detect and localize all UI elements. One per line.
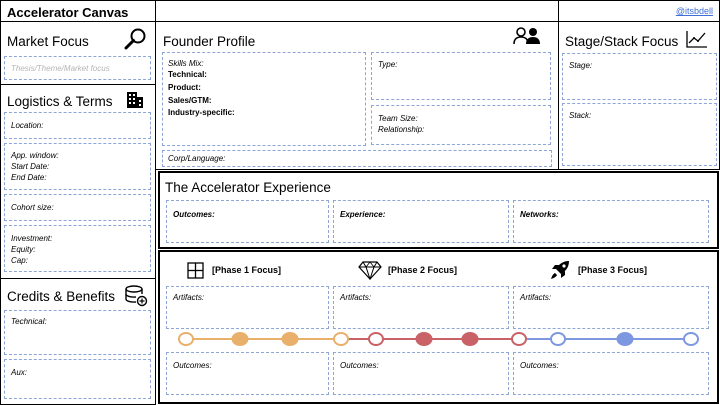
rocket-icon — [551, 261, 569, 279]
experience-label: Experience: — [340, 210, 386, 219]
aux-credits-label: Aux: — [11, 368, 28, 377]
networks-label: Networks: — [520, 210, 559, 219]
stage-label: Stage: — [569, 61, 593, 70]
cap-label: Cap: — [11, 256, 28, 265]
author-handle-link[interactable]: @itsbdell — [675, 6, 713, 16]
phase-3-artifacts-label: Artifacts: — [520, 293, 552, 302]
industry-skill-label: Industry-specific: — [168, 108, 235, 117]
phases-section — [158, 250, 719, 404]
phase-2-artifacts-label: Artifacts: — [340, 293, 372, 302]
line-chart-icon — [686, 31, 707, 48]
grid-icon — [187, 262, 204, 279]
divider — [0, 84, 156, 85]
end-date-label: End Date: — [11, 173, 47, 182]
skills-mix-label: Skills Mix: — [168, 59, 204, 68]
investment-label: Investment: — [11, 234, 53, 243]
timeline-node[interactable] — [333, 332, 349, 346]
phase-1-artifacts-label: Artifacts: — [173, 293, 205, 302]
stack-label: Stack: — [569, 111, 592, 120]
timeline-node[interactable] — [178, 332, 194, 346]
header-title-cell: Accelerator Canvas — [0, 0, 156, 22]
relationship-label: Relationship: — [378, 125, 425, 134]
type-label: Type: — [378, 60, 398, 69]
phase-2-artifacts-field[interactable]: Artifacts: — [333, 286, 509, 329]
timeline-node[interactable] — [231, 332, 249, 346]
magnifier-icon — [124, 28, 146, 50]
phase-3-artifacts-field[interactable]: Artifacts: — [513, 286, 709, 329]
team-size-label: Team Size: — [378, 114, 418, 123]
skills-mix-field[interactable]: Skills Mix: Technical: Product: Sales/GT… — [162, 52, 366, 146]
market-focus-placeholder: Thesis/Theme/Market focus — [11, 64, 110, 73]
aux-credits-field[interactable]: Aux: — [4, 359, 151, 399]
start-date-label: Start Date: — [11, 162, 50, 171]
phase-1-outcomes-label: Outcomes: — [173, 361, 212, 370]
stage-field[interactable]: Stage: — [562, 53, 717, 100]
coins-icon — [125, 285, 148, 307]
page-title: Accelerator Canvas — [7, 5, 129, 20]
building-icon — [127, 92, 143, 108]
timeline-node[interactable] — [511, 332, 527, 346]
stack-field[interactable]: Stack: — [562, 103, 717, 166]
header-handle-cell: @itsbdell — [558, 0, 720, 22]
header-middle-cell — [155, 0, 559, 22]
phase-2-outcomes-label: Outcomes: — [340, 361, 379, 370]
credits-title: Credits & Benefits — [7, 289, 116, 304]
product-skill-label: Product: — [168, 83, 201, 92]
diamond-icon — [358, 261, 382, 280]
investment-field[interactable]: Investment: Equity: Cap: — [4, 225, 151, 272]
phase-timeline — [178, 332, 699, 346]
team-size-field[interactable]: Team Size: Relationship: — [371, 105, 551, 145]
cohort-size-label: Cohort size: — [11, 203, 54, 212]
timeline-node[interactable] — [616, 332, 634, 346]
people-icon — [513, 27, 540, 45]
sales-skill-label: Sales/GTM: — [168, 96, 212, 105]
technical-skill-label: Technical: — [168, 70, 207, 79]
divider — [0, 278, 156, 279]
timeline-node[interactable] — [368, 332, 384, 346]
corp-language-label: Corp/Language: — [168, 154, 226, 163]
timeline-node[interactable] — [683, 332, 699, 346]
phase-1-label: [Phase 1 Focus] — [212, 265, 282, 275]
dates-field[interactable]: App. window: Start Date: End Date: — [4, 143, 151, 190]
corp-language-field[interactable]: Corp/Language: — [162, 150, 552, 167]
location-label: Location: — [11, 121, 44, 130]
technical-credits-field[interactable]: Technical: — [4, 310, 151, 355]
accelerator-experience-title: The Accelerator Experience — [165, 180, 331, 195]
phase-2-outcomes-field[interactable]: Outcomes: — [333, 352, 509, 395]
phase-1-outcomes-field[interactable]: Outcomes: — [166, 352, 329, 395]
stage-stack-title: Stage/Stack Focus — [565, 34, 679, 49]
phase-1-artifacts-field[interactable]: Artifacts: — [166, 286, 329, 329]
equity-label: Equity: — [11, 245, 36, 254]
app-window-label: App. window: — [11, 151, 59, 160]
type-field[interactable]: Type: — [371, 52, 551, 100]
market-focus-field[interactable]: Thesis/Theme/Market focus — [4, 56, 151, 80]
founder-profile-title: Founder Profile — [163, 34, 256, 49]
location-field[interactable]: Location: — [4, 112, 151, 139]
technical-credits-label: Technical: — [11, 317, 47, 326]
experience-field[interactable]: Experience: — [333, 200, 509, 243]
timeline-node[interactable] — [281, 332, 299, 346]
timeline-node[interactable] — [461, 332, 479, 346]
networks-field[interactable]: Networks: — [513, 200, 709, 243]
market-focus-title: Market Focus — [7, 34, 89, 49]
phase-3-outcomes-field[interactable]: Outcomes: — [513, 352, 709, 395]
outcomes-field[interactable]: Outcomes: — [166, 200, 329, 243]
timeline-node[interactable] — [550, 332, 566, 346]
outcomes-label: Outcomes: — [173, 210, 215, 219]
cohort-size-field[interactable]: Cohort size: — [4, 194, 151, 221]
timeline-node[interactable] — [415, 332, 433, 346]
phase-2-label: [Phase 2 Focus] — [388, 265, 458, 275]
phase-3-outcomes-label: Outcomes: — [520, 361, 559, 370]
phase-3-label: [Phase 3 Focus] — [578, 265, 648, 275]
accelerator-experience-section — [158, 171, 719, 249]
logistics-title: Logistics & Terms — [7, 94, 113, 109]
